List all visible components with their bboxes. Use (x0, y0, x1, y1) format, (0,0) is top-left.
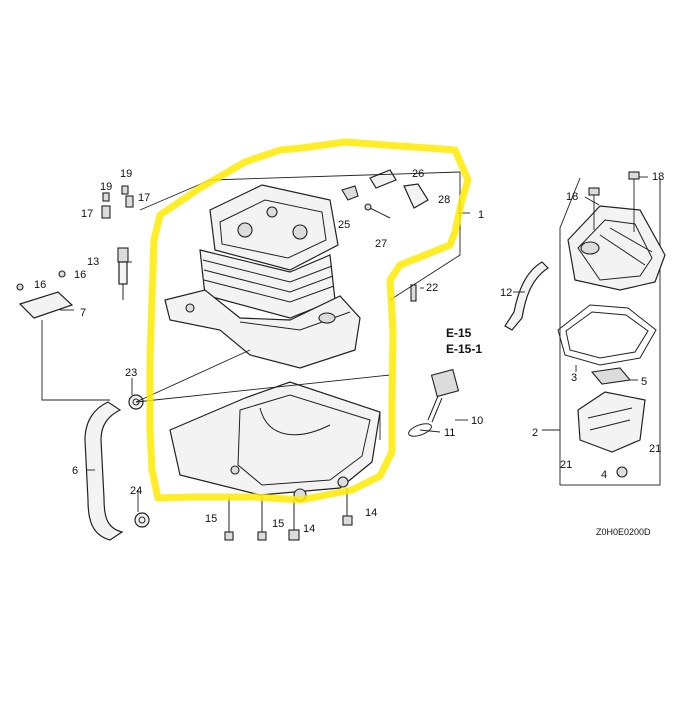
bolt-17-left (101, 205, 111, 219)
callout-21-left: 21 (560, 459, 572, 471)
callout-5: 5 (641, 376, 647, 388)
callout-21-right: 21 (649, 443, 661, 455)
bolt-14-left (288, 500, 300, 541)
head-cover-frame (559, 177, 661, 486)
bolt-19-left (102, 192, 110, 202)
bolt-18-left (588, 187, 600, 230)
callout-19-left: 19 (100, 181, 112, 193)
callout-19-right: 19 (120, 168, 132, 180)
callout-3: 3 (571, 372, 577, 384)
callout-14-right: 14 (365, 507, 377, 519)
callout-7: 7 (80, 307, 86, 319)
callout-24: 24 (130, 485, 142, 497)
head-cover (567, 205, 666, 291)
breather-element (590, 367, 632, 385)
callout-15-left: 15 (205, 513, 217, 525)
breather-separator (577, 391, 646, 478)
callout-4: 4 (601, 469, 607, 481)
callout-15-right: 15 (272, 518, 284, 530)
bolt-18-right (628, 171, 640, 232)
bolt-15-right (257, 497, 267, 541)
drawing-code: Z0H0E0200D (596, 527, 651, 537)
highlight-outline (146, 138, 472, 504)
cylinder-head (209, 184, 339, 271)
callout-11: 11 (444, 427, 455, 439)
callout-16-left: 16 (34, 279, 46, 291)
callout-22: 22 (426, 282, 438, 294)
pin-22 (410, 284, 417, 302)
callout-27: 27 (375, 238, 387, 250)
callout-13: 13 (87, 256, 99, 268)
valve-part-26 (369, 169, 397, 189)
breather-tube (504, 261, 549, 331)
o-ring-11 (408, 423, 432, 437)
bolt-15-left (224, 497, 234, 541)
hose (84, 401, 124, 541)
crankcase-upper (164, 289, 361, 369)
reference-e15: E-15 (446, 326, 472, 340)
lever-28 (403, 183, 429, 209)
callout-14-left: 14 (303, 523, 315, 535)
hose-clamp-lower (134, 512, 150, 528)
reference-e15-1: E-15-1 (446, 342, 482, 356)
head-cover-gasket (557, 304, 657, 366)
pin-27 (364, 203, 391, 219)
callout-26: 26 (412, 168, 424, 180)
callout-17-right: 17 (138, 192, 150, 204)
spark-plug (117, 247, 129, 300)
bolt-19-right (121, 185, 129, 195)
callout-18-left: 18 (566, 191, 578, 203)
callout-17-left: 17 (81, 208, 93, 220)
callout-28: 28 (438, 194, 450, 206)
callout-6: 6 (72, 465, 78, 477)
callout-23: 23 (125, 367, 137, 379)
callout-16-right: 16 (74, 269, 86, 281)
callout-25: 25 (338, 219, 350, 231)
oil-gauge (427, 368, 460, 423)
bolt-17-right (125, 195, 134, 208)
crankcase-lower (169, 381, 381, 502)
rocker-arm-25 (341, 185, 359, 201)
side-cover-plate (16, 270, 74, 319)
callout-12: 12 (500, 287, 512, 299)
callout-1: 1 (478, 209, 484, 221)
callout-10: 10 (471, 415, 483, 427)
callout-2: 2 (532, 427, 538, 439)
callout-18-right: 18 (652, 171, 664, 183)
